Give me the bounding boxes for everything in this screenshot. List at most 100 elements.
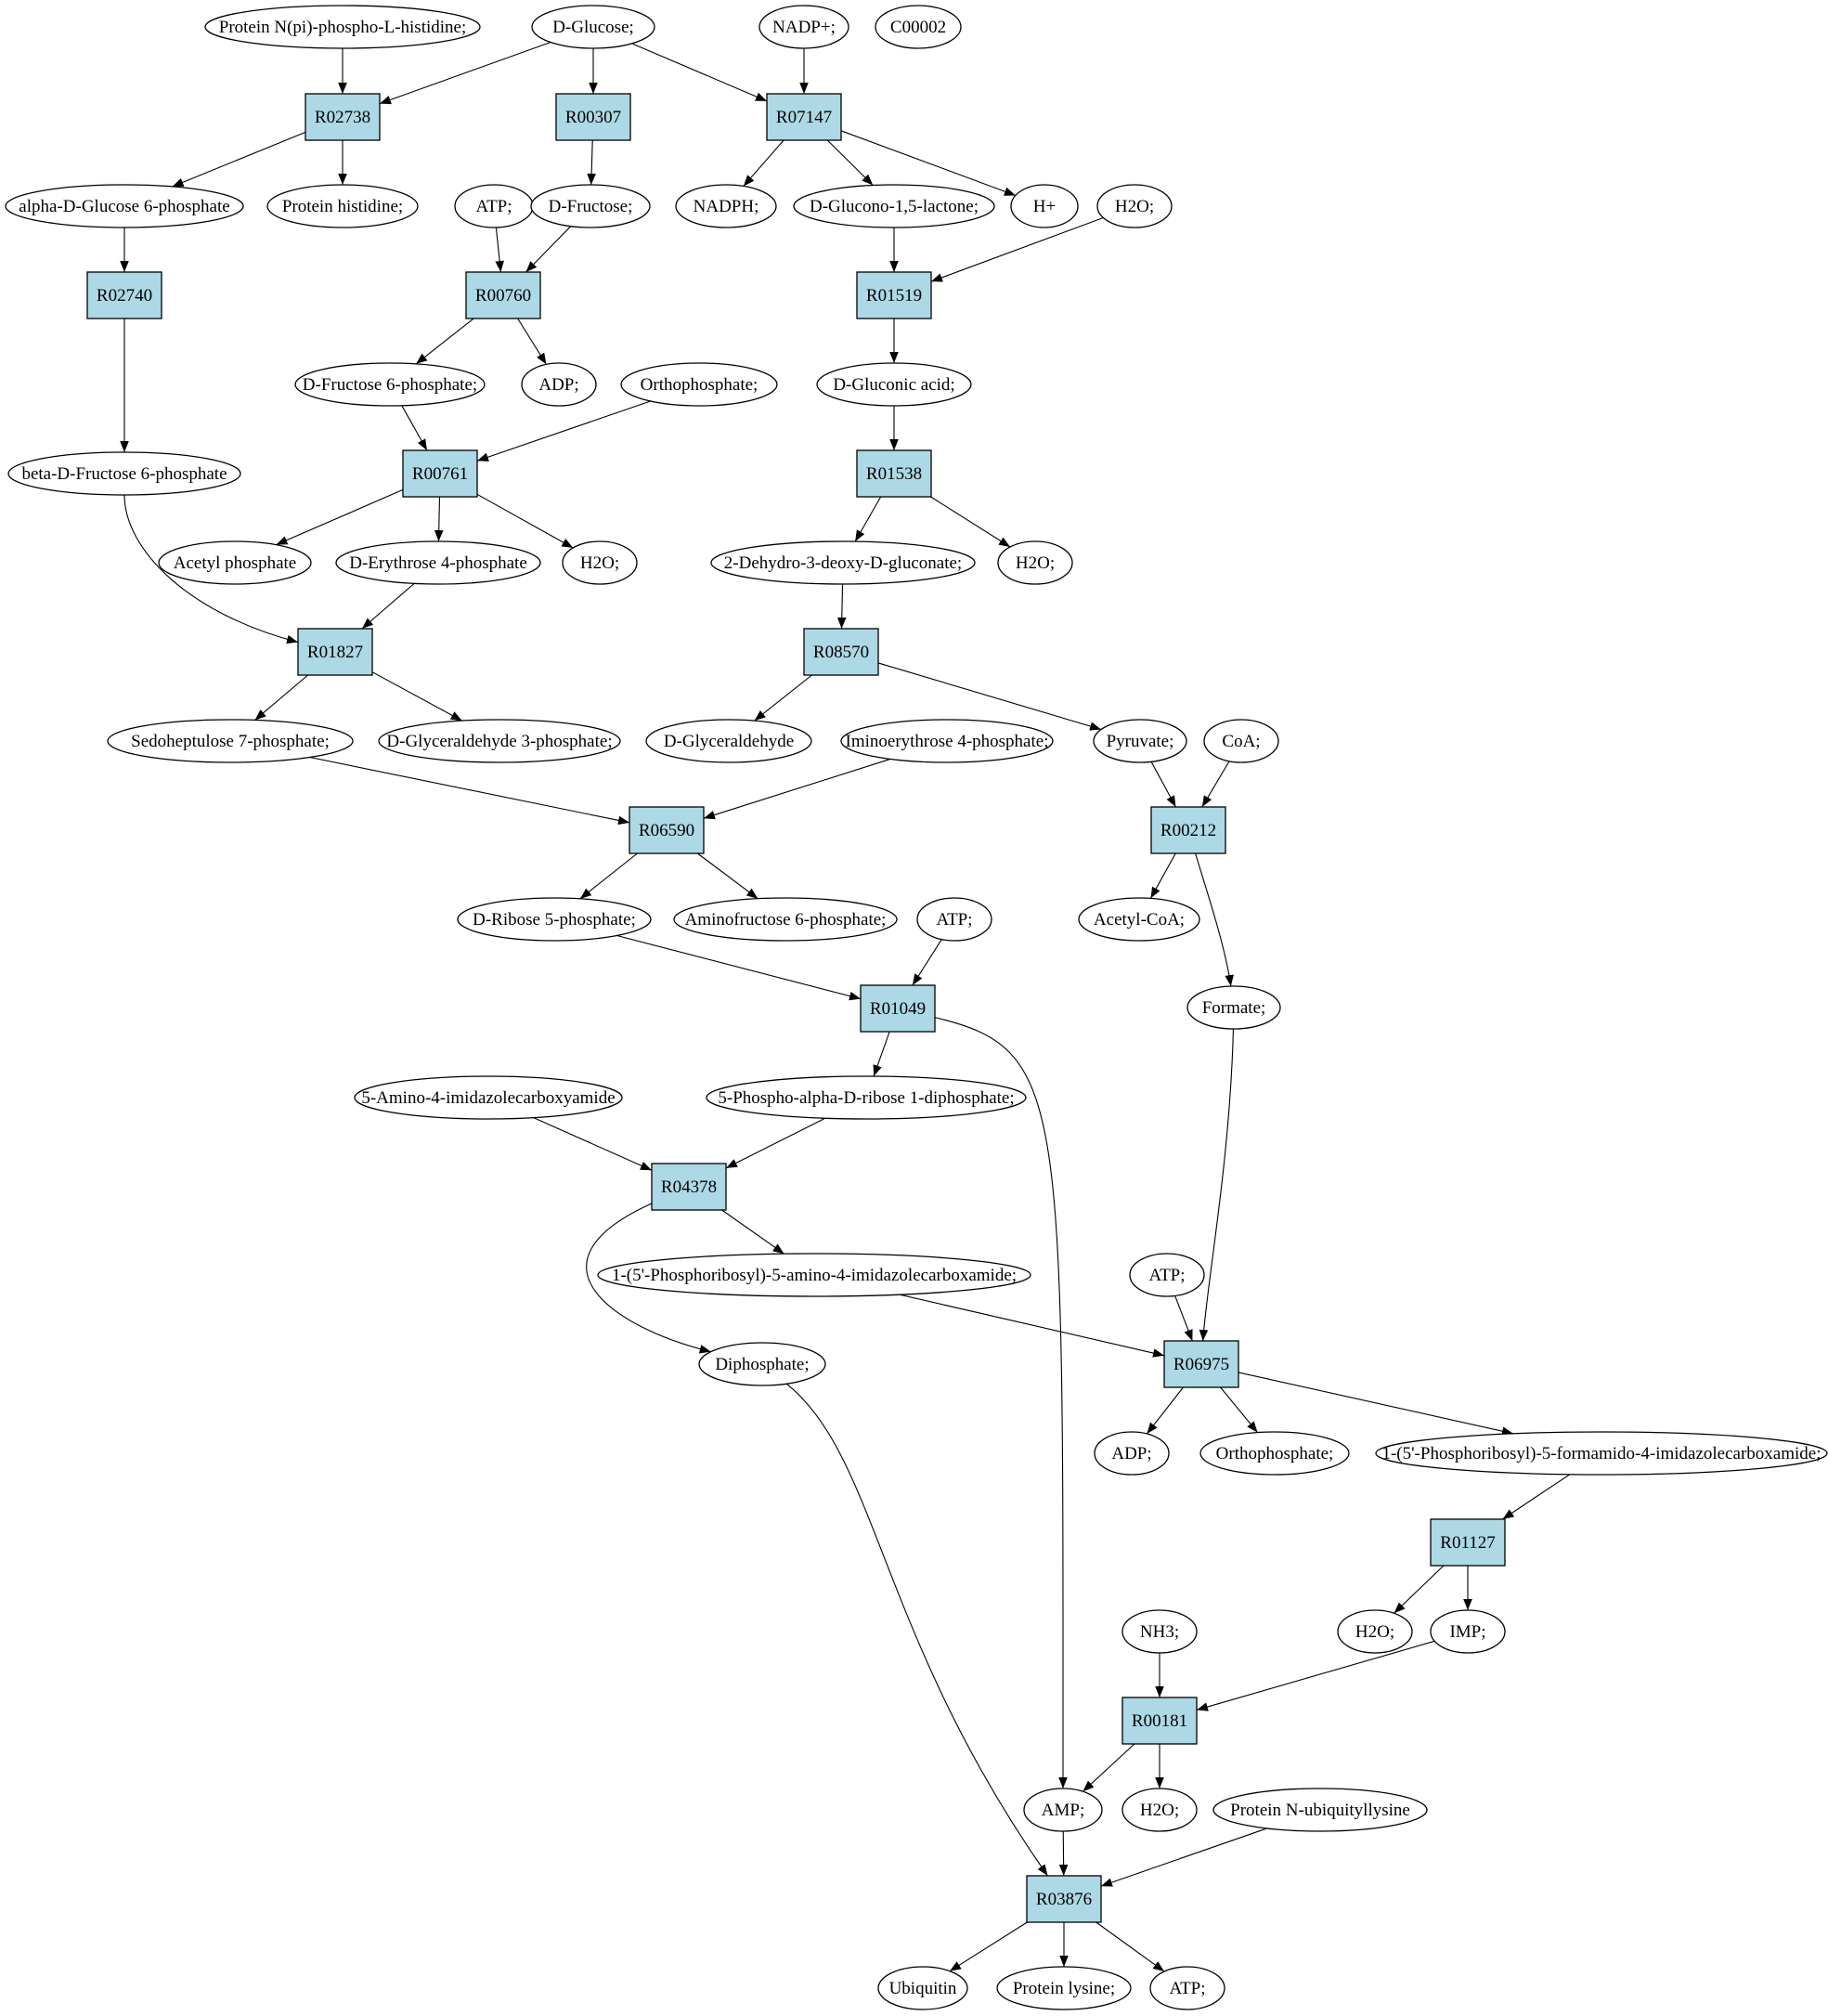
compound-node[interactable]: Formate; [1186, 985, 1281, 1030]
reaction-box[interactable] [1150, 806, 1226, 854]
reaction-node[interactable]: R01049 [860, 984, 936, 1033]
compound-ellipse[interactable] [1121, 1788, 1198, 1832]
compound-ellipse[interactable] [710, 540, 976, 585]
compound-node[interactable]: Iminoerythrose 4-phosphate; [840, 719, 1054, 763]
reaction-node[interactable]: R02738 [305, 93, 381, 141]
compound-ellipse[interactable] [758, 5, 849, 49]
compound-ellipse[interactable] [457, 897, 652, 942]
reaction-box[interactable] [402, 449, 478, 498]
compound-ellipse[interactable] [266, 184, 419, 228]
reaction-node[interactable]: R08570 [803, 628, 879, 676]
reaction-node[interactable]: R00307 [555, 93, 631, 141]
compound-ellipse[interactable] [1430, 1609, 1506, 1654]
reaction-node[interactable]: R00181 [1121, 1697, 1198, 1745]
reaction-box[interactable] [629, 806, 705, 854]
compound-node[interactable]: 1-(5'-Phosphoribosyl)-5-formamido-4-imid… [1375, 1431, 1828, 1476]
compound-node[interactable]: D-Glyceraldehyde 3-phosphate; [378, 719, 621, 763]
reaction-node[interactable]: R06590 [629, 806, 705, 854]
reaction-box[interactable] [651, 1163, 727, 1211]
reaction-node[interactable]: R00761 [402, 449, 478, 498]
compound-node[interactable]: D-Gluconic acid; [816, 362, 972, 407]
compound-ellipse[interactable] [1023, 1788, 1103, 1832]
compound-ellipse[interactable] [916, 897, 992, 942]
compound-ellipse[interactable] [354, 1075, 623, 1120]
reaction-box[interactable] [860, 984, 936, 1033]
compound-node[interactable]: 1-(5'-Phosphoribosyl)-5-amino-4-imidazol… [597, 1253, 1031, 1297]
compound-node[interactable]: Ubiquitin [877, 1966, 968, 2010]
compound-ellipse[interactable] [877, 1966, 968, 2010]
compound-node[interactable]: Orthophosphate; [620, 362, 778, 407]
compound-node[interactable]: AMP; [1023, 1788, 1103, 1832]
compound-node[interactable]: ADP; [1094, 1431, 1170, 1476]
reaction-node[interactable]: R00760 [465, 271, 541, 319]
compound-ellipse[interactable] [1186, 985, 1281, 1030]
compound-node[interactable]: D-Glucono-1,5-lactone; [793, 184, 995, 228]
compound-ellipse[interactable] [698, 1342, 826, 1386]
compound-ellipse[interactable] [996, 1966, 1132, 2010]
compound-node[interactable]: ADP; [521, 362, 597, 407]
reaction-box[interactable] [1121, 1697, 1198, 1745]
reaction-box[interactable] [297, 628, 373, 676]
compound-node[interactable]: IMP; [1430, 1609, 1506, 1654]
compound-node[interactable]: D-Glyceraldehyde [645, 719, 812, 763]
compound-node[interactable]: 5-Amino-4-imidazolecarboxyamide [354, 1075, 623, 1120]
compound-ellipse[interactable] [675, 184, 777, 228]
compound-ellipse[interactable] [204, 5, 481, 49]
reaction-node[interactable]: R01827 [297, 628, 373, 676]
compound-node[interactable]: Protein lysine; [996, 1966, 1132, 2010]
compound-node[interactable]: Protein N-ubiquityllysine [1212, 1788, 1428, 1832]
compound-node[interactable]: D-Erythrose 4-phosphate [335, 540, 541, 585]
compound-ellipse[interactable] [1078, 897, 1200, 942]
reaction-node[interactable]: R01519 [856, 271, 932, 319]
compound-node[interactable]: alpha-D-Glucose 6-phosphate [5, 184, 244, 228]
reaction-box[interactable] [86, 271, 162, 319]
compound-node[interactable]: ATP; [454, 184, 534, 228]
compound-node[interactable]: NH3; [1121, 1609, 1198, 1654]
compound-node[interactable]: D-Ribose 5-phosphate; [457, 897, 652, 942]
compound-node[interactable]: 5-Phospho-alpha-D-ribose 1-diphosphate; [706, 1075, 1027, 1120]
compound-ellipse[interactable] [875, 5, 962, 49]
compound-ellipse[interactable] [840, 719, 1054, 763]
compound-ellipse[interactable] [816, 362, 972, 407]
compound-ellipse[interactable] [1337, 1609, 1413, 1654]
compound-node[interactable]: Protein N(pi)-phospho-L-histidine; [204, 5, 481, 49]
target-compound-node[interactable]: C00002 [875, 5, 962, 49]
reaction-node[interactable]: R06975 [1163, 1340, 1239, 1388]
reaction-box[interactable] [803, 628, 879, 676]
compound-ellipse[interactable] [7, 451, 241, 496]
compound-node[interactable]: NADPH; [675, 184, 777, 228]
compound-ellipse[interactable] [158, 540, 312, 585]
compound-node[interactable]: H2O; [1337, 1609, 1413, 1654]
compound-ellipse[interactable] [1096, 184, 1173, 228]
compound-node[interactable]: Aminofructose 6-phosphate; [673, 897, 898, 942]
reaction-box[interactable] [766, 93, 842, 141]
reaction-node[interactable]: R01538 [856, 449, 932, 498]
compound-ellipse[interactable] [1010, 184, 1079, 228]
compound-ellipse[interactable] [1093, 719, 1187, 763]
reaction-box[interactable] [856, 271, 932, 319]
compound-node[interactable]: Acetyl-CoA; [1078, 897, 1200, 942]
compound-ellipse[interactable] [335, 540, 541, 585]
compound-node[interactable]: Diphosphate; [698, 1342, 826, 1386]
compound-ellipse[interactable] [1199, 1431, 1350, 1476]
compound-ellipse[interactable] [1149, 1966, 1225, 2010]
compound-node[interactable]: CoA; [1203, 719, 1279, 763]
start-compound-node[interactable]: D-Glucose; [531, 5, 655, 49]
compound-node[interactable]: Acetyl phosphate [158, 540, 312, 585]
reaction-node[interactable]: R07147 [766, 93, 842, 141]
compound-node[interactable]: ATP; [916, 897, 992, 942]
compound-ellipse[interactable] [521, 362, 597, 407]
compound-node[interactable]: Orthophosphate; [1199, 1431, 1350, 1476]
compound-ellipse[interactable] [1375, 1431, 1828, 1476]
compound-node[interactable]: H+ [1010, 184, 1079, 228]
compound-node[interactable]: H2O; [1096, 184, 1173, 228]
compound-node[interactable]: ATP; [1149, 1966, 1225, 2010]
compound-ellipse[interactable] [530, 184, 651, 228]
compound-ellipse[interactable] [673, 897, 898, 942]
compound-node[interactable]: H2O; [997, 540, 1073, 585]
reaction-box[interactable] [465, 271, 541, 319]
compound-ellipse[interactable] [1203, 719, 1279, 763]
compound-ellipse[interactable] [378, 719, 621, 763]
compound-ellipse[interactable] [793, 184, 995, 228]
reaction-node[interactable]: R04378 [651, 1163, 727, 1211]
